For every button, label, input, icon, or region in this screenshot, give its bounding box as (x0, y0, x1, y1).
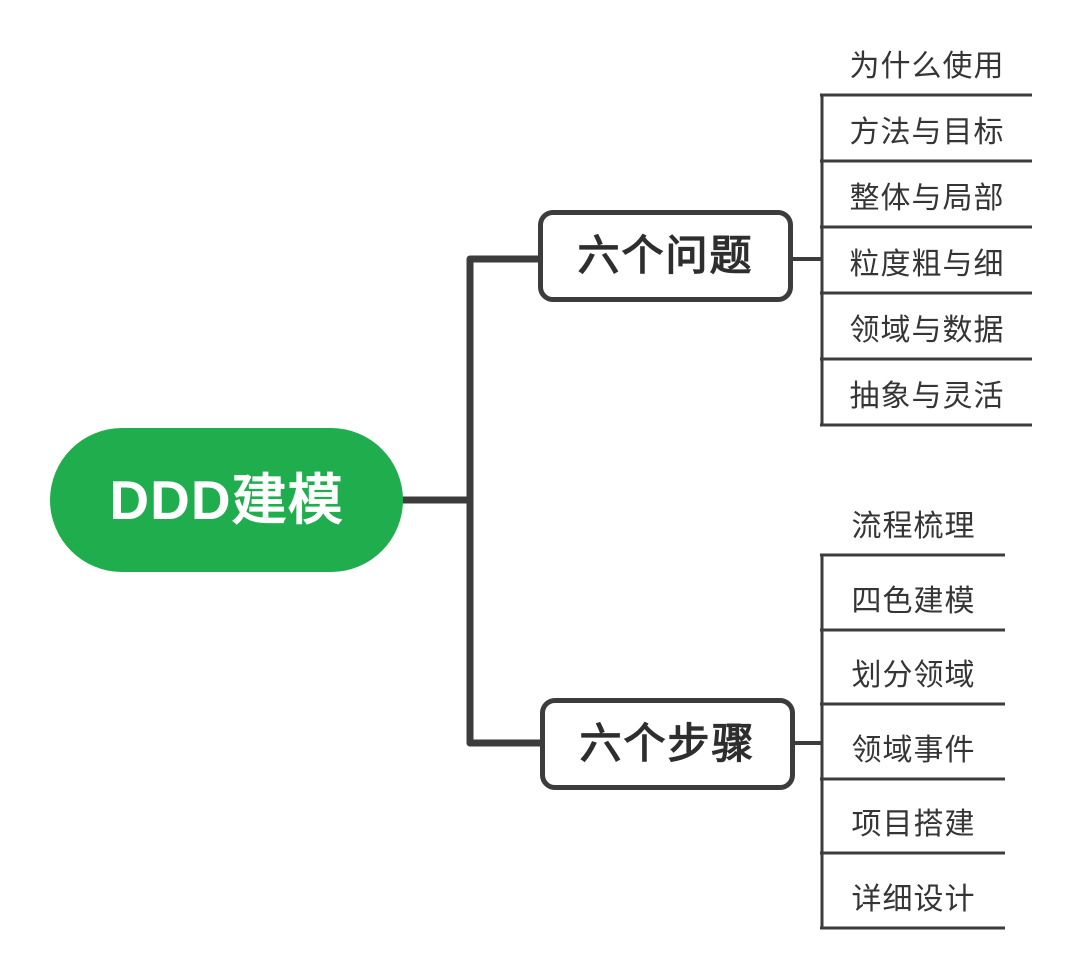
leaf-node[interactable]: 项目搭建 (851, 808, 976, 841)
root-node-label: DDD建模 (109, 468, 344, 531)
leaf-node[interactable]: 为什么使用 (849, 50, 1005, 83)
leaf-node[interactable]: 详细设计 (851, 883, 976, 916)
leaf-node[interactable]: 方法与目标 (849, 116, 1005, 149)
leaf-node[interactable]: 领域与数据 (849, 314, 1005, 347)
leaf-node[interactable]: 整体与局部 (849, 182, 1005, 215)
leaf-node[interactable]: 领域事件 (851, 734, 976, 767)
leaf-node[interactable]: 粒度粗与细 (849, 248, 1005, 281)
branch-node-label: 六个问题 (577, 232, 754, 279)
leaf-node[interactable]: 划分领域 (851, 659, 976, 692)
branch-node-six-questions[interactable]: 六个问题 (538, 210, 793, 302)
branch-trunk-line (466, 255, 542, 747)
branch-node-six-steps[interactable]: 六个步骤 (540, 698, 795, 790)
leaf-node[interactable]: 流程梳理 (851, 510, 976, 543)
branch-node-label: 六个步骤 (579, 720, 756, 767)
leaf-node[interactable]: 四色建模 (851, 585, 976, 618)
leaf-node[interactable]: 抽象与灵活 (849, 380, 1005, 413)
root-node[interactable]: DDD建模 (50, 428, 403, 572)
